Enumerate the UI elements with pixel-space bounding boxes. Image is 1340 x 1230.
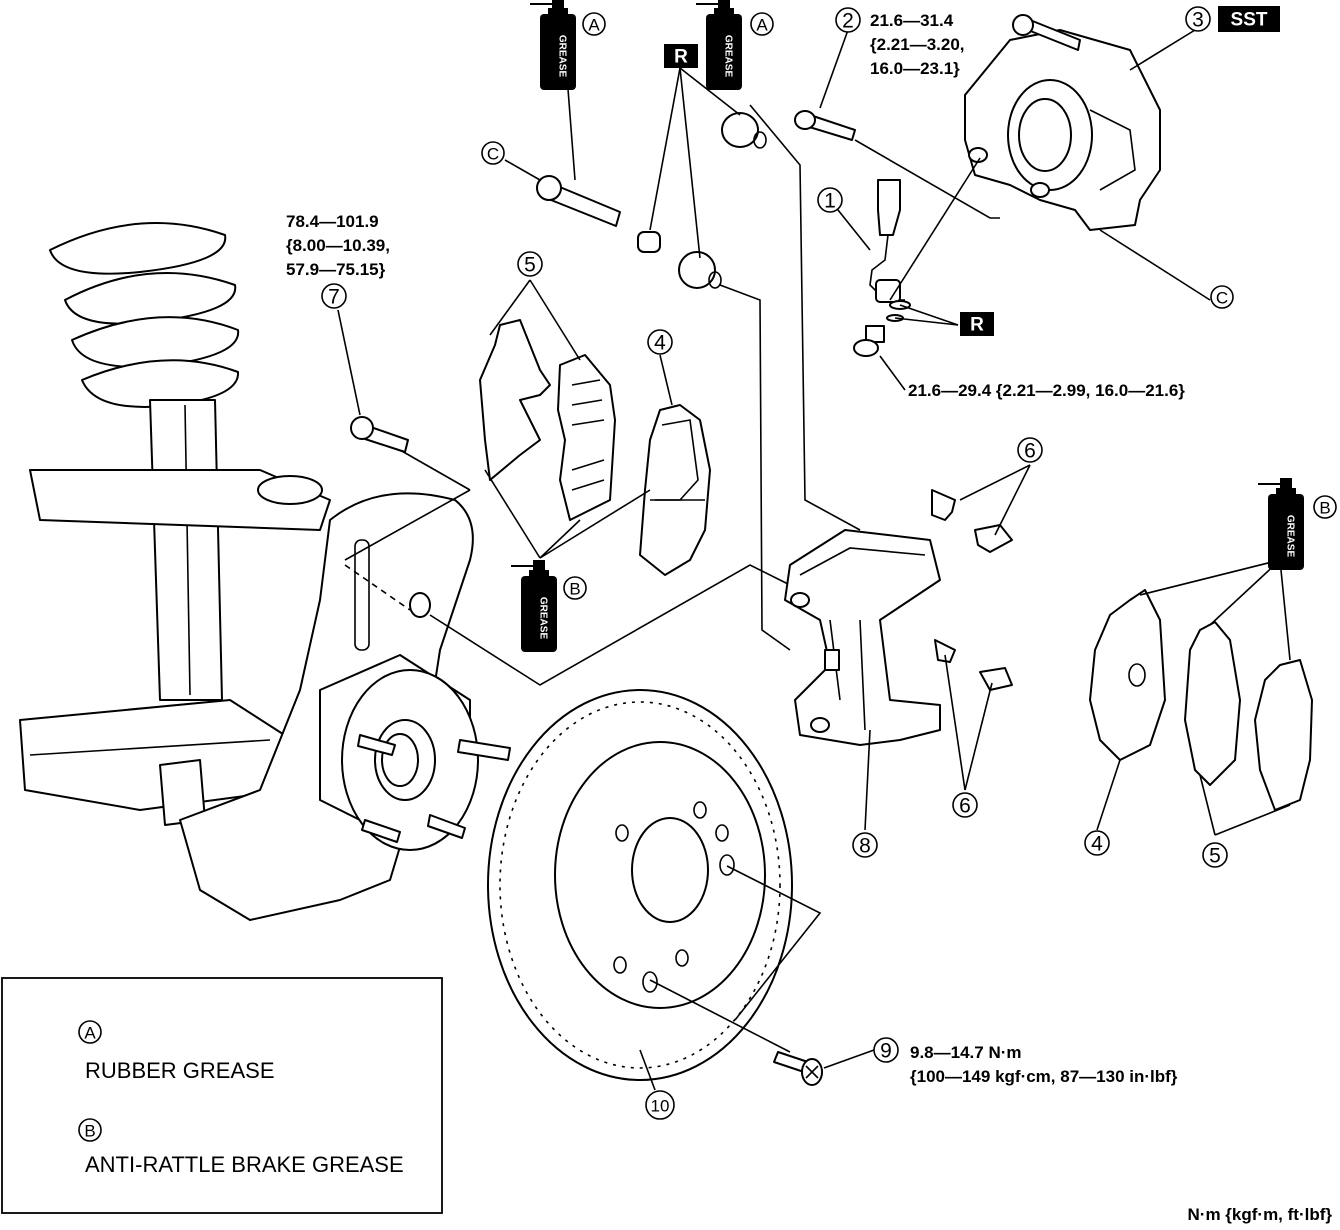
svg-text:C: C [487,145,499,164]
callout-7: 7 [321,283,347,309]
callout-2: 2 [835,7,861,33]
brake-pad-outer [1089,589,1166,761]
grease-letter-b1: B [563,576,587,600]
callout-8: 8 [852,832,878,858]
torque-bracket-bolt: 78.4—101.9 {8.00—10.39, 57.9—75.15} [286,212,390,279]
guide-pin-upper [536,175,621,227]
svg-text:21.6—29.4 {2.21—2.99, 16.0—21.: 21.6—29.4 {2.21—2.99, 16.0—21.6} [908,381,1185,400]
units-note: N·m {kgf·m, ft·lbf} [1188,1205,1333,1224]
anti-rattle-clips [931,489,1013,691]
svg-text:6: 6 [959,795,971,818]
grease-letter-c2: C [1210,285,1234,309]
callout-1: 1 [817,187,843,213]
hub-studs [357,734,511,843]
replace-badge-top: R [664,44,698,68]
svg-text:5: 5 [1209,845,1221,868]
legend-rubber-grease: RUBBER GREASE [85,1058,275,1083]
shims-inner [479,319,616,521]
svg-text:C: C [1216,289,1228,308]
callout-4-left: 4 [647,329,673,355]
svg-text:B: B [569,580,580,599]
caliper-bracket [784,529,941,746]
svg-text:7: 7 [328,286,340,309]
brake-disc [487,689,793,1081]
grease-letter-b2: B [1313,495,1337,519]
pin-boots [637,112,767,289]
grease-letter-c1: C [481,141,505,165]
torque-disc-screw: 9.8—14.7 N·m {100—149 kgf·cm, 87—130 in·… [910,1043,1178,1086]
callout-6-bottom: 6 [952,792,978,818]
legend-anti-rattle-grease: ANTI-RATTLE BRAKE GREASE [85,1152,404,1177]
sst-badge: SST [1218,6,1280,32]
caliper-body [964,14,1161,231]
svg-text:78.4—101.9: 78.4—101.9 [286,212,379,231]
svg-text:R: R [674,47,688,68]
callout-6-top: 6 [1017,437,1043,463]
svg-text:10: 10 [651,1097,670,1116]
brake-hose [853,179,911,357]
upper-link [29,469,331,531]
svg-text:6: 6 [1024,440,1036,463]
svg-text:B: B [1319,499,1330,518]
caliper-bolt [794,110,856,141]
shims-outer [1184,621,1313,811]
svg-text:4: 4 [654,332,666,355]
torque-caliper-bolt: 21.6—31.4 {2.21—3.20, 16.0—23.1} [870,11,965,78]
svg-text:4: 4 [1091,833,1103,856]
svg-text:2: 2 [842,10,854,33]
grease-legend: A RUBBER GREASE B ANTI-RATTLE BRAKE GREA… [1,977,443,1214]
svg-text:9.8—14.7 N·m: 9.8—14.7 N·m [910,1043,1022,1062]
svg-text:1: 1 [824,190,836,213]
svg-text:A: A [756,16,768,35]
callout-5-left: 5 [517,251,543,277]
svg-text:A: A [588,16,600,35]
coil-spring [49,222,240,408]
svg-text:57.9—75.15}: 57.9—75.15} [286,260,386,279]
svg-text:R: R [970,315,984,336]
svg-text:SST: SST [1231,10,1268,31]
svg-text:5: 5 [524,254,536,277]
bracket-bolt [350,416,409,453]
svg-text:16.0—23.1}: 16.0—23.1} [870,59,960,78]
grease-can-a-right [695,0,743,91]
svg-text:21.6—31.4: 21.6—31.4 [870,11,954,30]
grease-letter-a2: A [750,12,774,36]
callout-5-right: 5 [1202,842,1228,868]
grease-can-b-right [1257,477,1305,571]
svg-text:{8.00—10.39,: {8.00—10.39, [286,236,390,255]
legend-letter-a: A [84,1024,96,1043]
torque-union-bolt: 21.6—29.4 {2.21—2.99, 16.0—21.6} [908,381,1185,400]
brake-pad-inner [639,404,711,576]
svg-text:9: 9 [880,1040,892,1063]
suspension-assembly [19,222,511,921]
grease-can-b-pads [510,559,558,653]
leader-lines [337,29,1291,1091]
svg-text:{100—149 kgf·cm, 87—130 in·lbf: {100—149 kgf·cm, 87—130 in·lbf} [910,1067,1178,1086]
callout-4-right: 4 [1084,830,1110,856]
replace-badge-hose: R [960,312,994,336]
callout-3: 3 [1185,6,1211,32]
svg-text:3: 3 [1192,9,1204,32]
callout-10: 10 [645,1090,675,1120]
svg-text:{2.21—3.20,: {2.21—3.20, [870,35,965,54]
disc-screw [773,1051,823,1086]
grease-letter-a1: A [582,12,606,36]
callout-9: 9 [873,1037,899,1063]
legend-letter-b: B [84,1122,95,1141]
grease-can-a-left [529,0,577,91]
svg-text:8: 8 [859,835,871,858]
